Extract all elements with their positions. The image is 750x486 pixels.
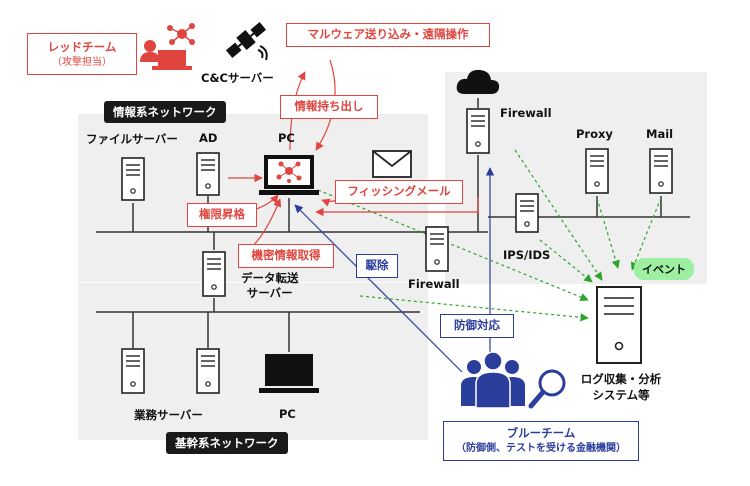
firewall-mid-label: Firewall — [408, 277, 460, 291]
defense-response-label: 防御対応 — [440, 314, 514, 338]
phishing-label: フィッシングメール — [335, 180, 463, 204]
mail-server-icon — [649, 148, 673, 194]
secret-info-label: 機密情報取得 — [238, 244, 334, 268]
red-team-subtitle: （攻撃担当） — [52, 57, 112, 68]
business-server-label: 業務サーバー — [134, 408, 203, 422]
event-label: イベント — [634, 258, 694, 280]
business-server-2-icon — [196, 348, 220, 394]
log-system-server-icon — [596, 286, 642, 364]
laptop-icon — [259, 354, 319, 393]
ips-ids-server-icon — [515, 193, 539, 233]
event-firewall-top — [514, 149, 603, 281]
arrow-defense-to-pc — [294, 204, 463, 373]
pc-bottom-label: PC — [279, 407, 296, 421]
arrow-firewall-phishing — [315, 197, 479, 217]
cloud-icon — [456, 69, 500, 94]
exfiltration-label: 情報持ち出し — [280, 95, 378, 119]
blue-team-people-icon — [461, 351, 525, 409]
log-system-label-line1: ログ収集・分析 — [580, 372, 662, 386]
data-transfer-server-icon — [202, 251, 226, 297]
firewall-top-label: Firewall — [500, 106, 552, 120]
satellite-icon — [225, 22, 268, 61]
event-data-transfer — [359, 295, 589, 322]
ad-label: AD — [199, 131, 218, 145]
hacker-icon — [140, 23, 195, 70]
malware-action-label: マルウェア送り込み・遠隔操作 — [286, 23, 490, 47]
proxy-label: Proxy — [576, 127, 613, 141]
file-server-icon — [121, 157, 145, 201]
proxy-server-icon — [585, 148, 609, 194]
event-ips — [539, 239, 593, 283]
log-system-label-line2: システム等 — [592, 388, 650, 402]
cc-server-label: C&Cサーバー — [201, 71, 274, 85]
data-transfer-label-line2: サーバー — [246, 286, 293, 300]
ad-server-icon — [196, 152, 220, 196]
event-proxy — [596, 197, 620, 269]
pc-top-label: PC — [278, 131, 295, 145]
data-transfer-label: データ転送 サーバー — [241, 271, 299, 301]
envelope-icon — [372, 150, 412, 178]
blue-team-box: ブルーチーム （防御側、テストを受ける金融機関） — [443, 421, 639, 461]
blue-team-subtitle: （防御側、テストを受ける金融機関） — [456, 443, 626, 454]
red-team-title: レッドチーム — [47, 40, 117, 54]
business-server-1-icon — [121, 348, 145, 394]
data-transfer-label-line1: データ転送 — [241, 271, 299, 285]
info-network-label: 情報系ネットワーク — [104, 101, 226, 123]
privilege-escalation-label: 権限昇格 — [187, 203, 257, 227]
magnifier-icon — [528, 369, 566, 409]
file-server-label: ファイルサーバー — [86, 132, 178, 146]
core-network-label: 基幹系ネットワーク — [166, 432, 288, 454]
event-mail — [630, 197, 662, 271]
log-system-label: ログ収集・分析 システム等 — [573, 371, 669, 403]
ips-ids-label: IPS/IDS — [503, 248, 551, 262]
blue-team-title: ブルーチーム — [506, 426, 576, 440]
mail-label: Mail — [646, 127, 674, 141]
elimination-label: 駆除 — [356, 254, 398, 278]
infected-laptop-icon — [259, 155, 319, 195]
event-pc — [317, 189, 589, 302]
red-team-box: レッドチーム （攻撃担当） — [27, 33, 137, 75]
firewall-top-server-icon — [466, 108, 490, 154]
firewall-mid-server-icon — [425, 226, 449, 272]
